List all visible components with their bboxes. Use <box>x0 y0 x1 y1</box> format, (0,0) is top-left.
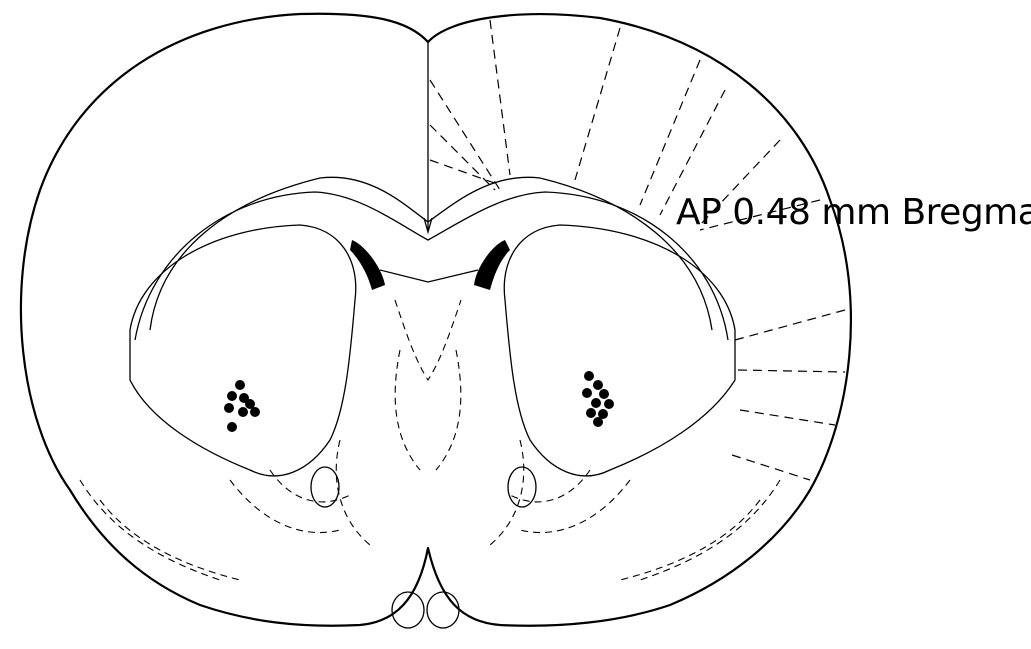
placement-marker <box>224 403 234 413</box>
brain-outer-outline <box>21 14 851 626</box>
right-anterior-commissure <box>508 467 536 507</box>
placement-marker <box>227 422 237 432</box>
placement-marker <box>227 391 237 401</box>
ventral-structures <box>80 350 780 580</box>
placement-marker <box>604 399 614 409</box>
corpus-callosum <box>150 177 712 330</box>
septum-lower <box>395 300 461 380</box>
placement-marker <box>593 417 603 427</box>
placement-marker <box>584 371 594 381</box>
placement-marker <box>582 388 592 398</box>
placement-marker <box>586 408 596 418</box>
placement-marker <box>235 380 245 390</box>
placement-marker <box>591 398 601 408</box>
septum <box>380 270 478 282</box>
placement-marker <box>250 407 260 417</box>
left-anterior-commissure <box>311 467 339 507</box>
placement-marker <box>238 407 248 417</box>
left-placement-markers <box>224 380 260 432</box>
coordinate-caption: AP 0.48 mm Bregma <box>676 192 1031 233</box>
right-striatum <box>504 225 735 476</box>
right-placement-markers <box>582 371 614 427</box>
corpus-callosum-inner <box>135 192 728 340</box>
right-ventral-oval <box>427 592 459 628</box>
placement-marker <box>593 380 603 390</box>
left-striatum <box>130 225 356 476</box>
placement-marker <box>599 389 609 399</box>
